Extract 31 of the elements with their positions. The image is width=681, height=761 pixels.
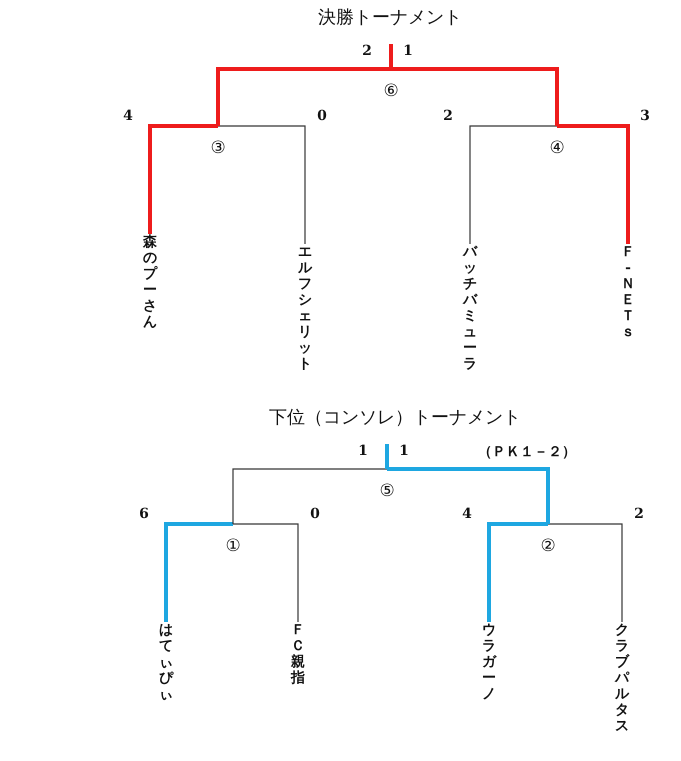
- team-name: Ｆ-ＮＥＴｓ: [620, 244, 636, 340]
- match-number: ①: [215, 524, 251, 562]
- title-text: 決勝トーナメント: [318, 6, 462, 29]
- winner-line: [389, 44, 393, 69]
- team-name: はてぃぴぃ: [158, 622, 174, 702]
- bracket-line: [387, 467, 550, 524]
- match-number: ③: [200, 126, 236, 164]
- bracket-line: [557, 124, 630, 244]
- bracket-line: [548, 523, 623, 622]
- team-name: ＦＣ親指: [290, 622, 306, 686]
- team-name: クラブパルタス: [614, 622, 630, 734]
- match-number: ⑥: [373, 69, 409, 107]
- team-name: バッチバミューラ: [462, 244, 478, 372]
- team-name: ウラガーノ: [481, 622, 497, 702]
- bracket-line: [232, 468, 387, 524]
- bracket-line: [218, 125, 306, 244]
- match-number: ②: [530, 524, 566, 562]
- bracket-line: [391, 67, 559, 126]
- team-name: 森のプーさん: [142, 234, 158, 330]
- team-name: エルフシェリット: [297, 244, 313, 372]
- match-number: ⑤: [369, 469, 405, 507]
- match-number: ④: [539, 126, 575, 164]
- note-text: （ＰＫ１－２）: [478, 443, 576, 461]
- bracket-line: [148, 124, 218, 234]
- winner-line: [385, 444, 389, 469]
- bracket-line: [216, 67, 391, 126]
- bracket-line: [487, 522, 548, 622]
- bracket-line: [469, 125, 557, 244]
- bracket-line: [233, 523, 299, 622]
- title-text: 下位（コンソレ）トーナメント: [269, 406, 521, 429]
- bracket-line: [164, 522, 233, 622]
